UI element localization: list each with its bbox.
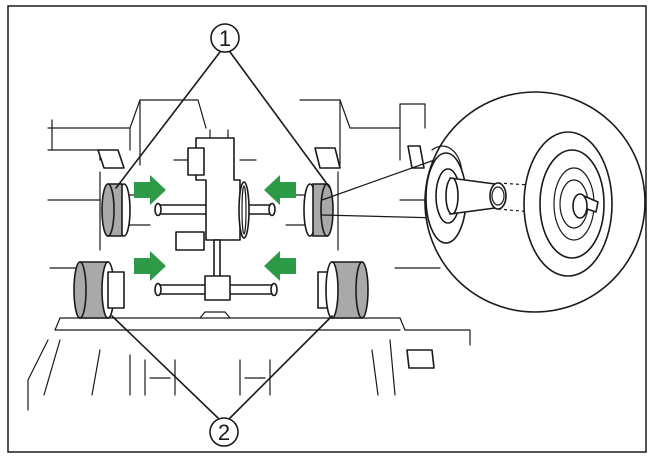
callout-2-label: 2 [218, 420, 230, 445]
zoom-detail [321, 91, 646, 313]
callout-1-leader-right [229, 51, 331, 189]
callout-1-leader-left [115, 51, 221, 189]
callout-1-label: 1 [219, 26, 231, 51]
callout-1: 1 [115, 23, 331, 189]
arrow-upper-right-left [264, 175, 296, 205]
callout-2-leader-right [229, 315, 333, 419]
center-mechanism [154, 129, 278, 301]
scanner-body [27, 99, 471, 411]
callout-2-circle [209, 417, 239, 447]
callout-2-leader-left [111, 315, 219, 419]
upper-left-roller [99, 171, 151, 251]
lower-right-roller [317, 261, 369, 319]
arrow-upper-left-right [134, 175, 166, 205]
callout-1-circle [210, 23, 240, 53]
diagram-border [7, 5, 647, 453]
arrow-lower-right-left [264, 251, 296, 281]
callout-2: 2 [111, 315, 333, 447]
lower-left-roller [73, 261, 125, 319]
arrow-lower-left-right [134, 251, 166, 281]
